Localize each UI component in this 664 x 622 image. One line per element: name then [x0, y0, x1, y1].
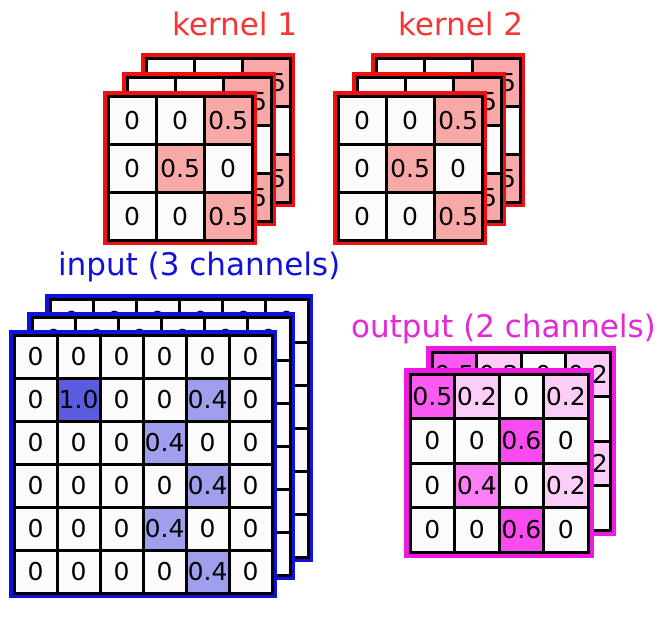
input-cell: 0.4	[184, 462, 231, 509]
input-cell: 0	[98, 548, 145, 595]
input-cell: 0	[227, 462, 274, 509]
output-cell: 0.6	[497, 417, 545, 465]
input-cell: 0	[141, 376, 188, 423]
input-cell: 0	[55, 505, 102, 552]
input-cell: 0.4	[184, 376, 231, 423]
input-cell: 0	[55, 548, 102, 595]
input-cell: 0.4	[184, 548, 231, 595]
kernel-2-cell: 0.5	[432, 94, 484, 146]
input-cell: 0	[55, 419, 102, 466]
output-cell: 0	[497, 372, 545, 420]
input-cell: 0	[98, 333, 145, 380]
kernel-1-cell: 0.5	[202, 190, 254, 242]
kernel-1-cell: 0	[154, 94, 206, 146]
kernel-1-cell: 0.5	[202, 94, 254, 146]
input-cell: 0	[55, 462, 102, 509]
kernel-1-cell: 0	[202, 142, 254, 194]
input-cell: 0	[184, 333, 231, 380]
output-cell: 0	[542, 506, 590, 554]
input-cell: 0	[141, 462, 188, 509]
input-cell: 0	[12, 462, 59, 509]
kernel-2-cell: 0	[336, 142, 388, 194]
kernel-1-cell: 0.5	[154, 142, 206, 194]
input-cell: 0	[227, 419, 274, 466]
input-cell: 0	[12, 376, 59, 423]
input-cell: 0	[141, 548, 188, 595]
output-title: output (2 channels)	[351, 309, 656, 345]
output-cell: 0.2	[542, 372, 590, 420]
input-cell: 0	[227, 333, 274, 380]
kernel-2-cell: 0	[336, 190, 388, 242]
output-cell: 0	[453, 417, 501, 465]
input-cell: 0.4	[141, 505, 188, 552]
input-cell: 0	[12, 548, 59, 595]
input-cell: 0	[184, 419, 231, 466]
output-cell: 0	[453, 506, 501, 554]
input-cell: 0	[227, 505, 274, 552]
input-cell: 0	[12, 505, 59, 552]
input-cell: 0	[141, 333, 188, 380]
kernel-2-title: kernel 2	[398, 7, 524, 43]
input-cell: 0	[55, 333, 102, 380]
input-cell: 0	[98, 376, 145, 423]
kernel-2-cell: 0	[432, 142, 484, 194]
output-cell: 0.2	[542, 461, 590, 509]
output-cell: 0	[408, 506, 456, 554]
kernel-2-cell: 0	[336, 94, 388, 146]
kernel-2-cell: 0	[384, 94, 436, 146]
kernel-1-cell: 0	[106, 190, 158, 242]
kernel-2-cell: 0	[384, 190, 436, 242]
output-cell: 0	[408, 461, 456, 509]
output-cell: 0	[408, 417, 456, 465]
input-cell: 1.0	[55, 376, 102, 423]
kernel-1-cell: 0	[154, 190, 206, 242]
input-cell: 0	[227, 548, 274, 595]
input-cell: 0	[12, 419, 59, 466]
kernel-1-title: kernel 1	[172, 7, 298, 43]
input-title: input (3 channels)	[58, 247, 341, 283]
kernel-2-cell: 0.5	[432, 190, 484, 242]
output-cell: 0.5	[408, 372, 456, 420]
input-cell: 0	[98, 419, 145, 466]
output-cell: 0	[542, 417, 590, 465]
kernel-1-cell: 0	[106, 94, 158, 146]
output-cell: 0	[497, 461, 545, 509]
output-cell: 0.4	[453, 461, 501, 509]
input-cell: 0	[98, 462, 145, 509]
input-cell: 0	[12, 333, 59, 380]
output-cell: 0.6	[497, 506, 545, 554]
input-cell: 0	[184, 505, 231, 552]
input-cell: 0.4	[141, 419, 188, 466]
input-cell: 0	[227, 376, 274, 423]
output-cell: 0.2	[453, 372, 501, 420]
input-cell: 0	[98, 505, 145, 552]
kernel-2-cell: 0.5	[384, 142, 436, 194]
kernel-1-cell: 0	[106, 142, 158, 194]
